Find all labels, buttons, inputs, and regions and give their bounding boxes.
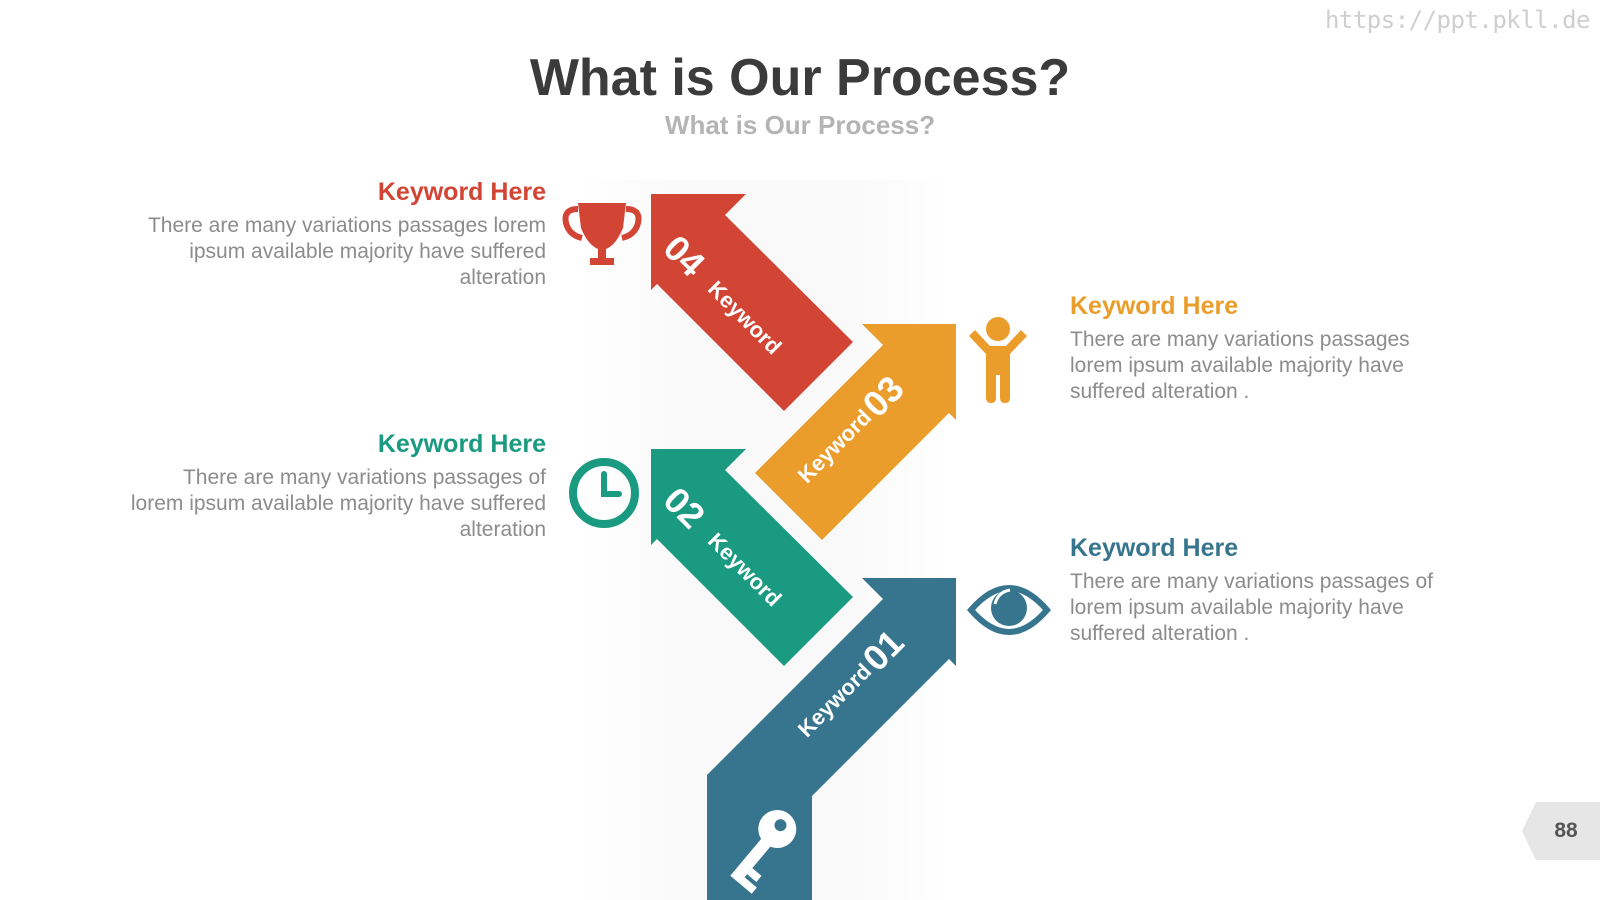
step-03-heading: Keyword Here <box>1070 292 1239 320</box>
step-01-heading: Keyword Here <box>1070 534 1239 562</box>
eye-icon <box>967 585 1051 635</box>
page-title: What is Our Process? <box>529 49 1071 107</box>
step-02-description: There are many variations passages of lo… <box>130 466 546 541</box>
trophy-icon <box>562 203 642 265</box>
person-icon <box>969 317 1027 403</box>
step-03-description: There are many variations passages lorem… <box>1070 328 1410 403</box>
step-04-description: There are many variations passages lorem… <box>147 214 546 289</box>
arrow-step-02 <box>651 449 853 666</box>
watermark: https://ppt.pkll.de <box>1324 6 1591 34</box>
step-04-text: Keyword Here There are many variations p… <box>126 178 546 291</box>
step-01-text: Keyword Here There are many variations p… <box>1070 534 1450 647</box>
page-number-badge: 88 <box>1522 802 1600 860</box>
step-01-description: There are many variations passages of lo… <box>1070 570 1434 645</box>
arrow-step-04 <box>651 194 853 411</box>
arrow-step-03 <box>755 324 956 540</box>
step-02-text: Keyword Here There are many variations p… <box>126 430 546 543</box>
clock-icon <box>569 458 639 528</box>
page-subtitle: What is Our Process? <box>664 110 936 140</box>
key-icon <box>730 810 797 894</box>
step-04-heading: Keyword Here <box>377 178 546 206</box>
step-03-text: Keyword Here There are many variations p… <box>1070 292 1450 405</box>
step-02-heading: Keyword Here <box>377 430 546 458</box>
